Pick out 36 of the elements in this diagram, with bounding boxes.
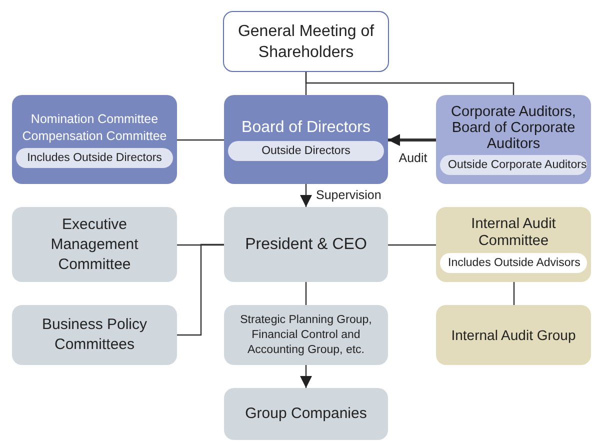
org-box — [224, 207, 388, 282]
meeting-box — [223, 11, 389, 72]
arrow — [300, 365, 312, 388]
note-pill: Includes Outside Directors — [16, 148, 173, 168]
connector-line — [177, 244, 224, 246]
governance-box — [12, 95, 177, 184]
audit-box — [436, 207, 591, 282]
note-pill: Outside Directors — [228, 141, 384, 161]
arrow — [300, 184, 312, 207]
org-box — [12, 305, 177, 365]
box-title: Corporate Auditors, Board of Corporate Auditors — [450, 104, 577, 152]
box-title: President & CEO — [245, 234, 367, 254]
org-box — [12, 207, 177, 282]
box-title: General Meeting of Shareholders — [236, 22, 376, 62]
connector-line — [305, 72, 514, 95]
box-title: Strategic Planning Group, Financial Control and Accounting Group, etc. — [239, 312, 373, 358]
connector-line — [513, 282, 515, 305]
box-title: Board of Directors — [242, 118, 370, 138]
auditor-box — [436, 95, 591, 184]
box-title: Group Companies — [245, 404, 367, 424]
connector-line — [177, 139, 224, 141]
box-title: Nomination Committee Compensation Committee — [21, 111, 168, 145]
connector-line — [177, 244, 224, 336]
box-title: Executive Management Committee — [50, 214, 140, 274]
note-pill: Includes Outside Advisors — [440, 253, 587, 273]
connector-line — [305, 282, 307, 305]
org-box — [224, 388, 388, 440]
arrow — [388, 134, 436, 146]
connector-line — [388, 244, 436, 246]
audit-box — [436, 305, 591, 365]
governance-box — [224, 95, 388, 184]
org-box — [224, 305, 388, 365]
note-pill: Outside Corporate Auditors — [440, 155, 587, 175]
box-title: Internal Audit Committee — [470, 216, 557, 250]
box-title: Internal Audit Group — [451, 326, 576, 344]
box-title: Business Policy Committees — [40, 315, 148, 355]
